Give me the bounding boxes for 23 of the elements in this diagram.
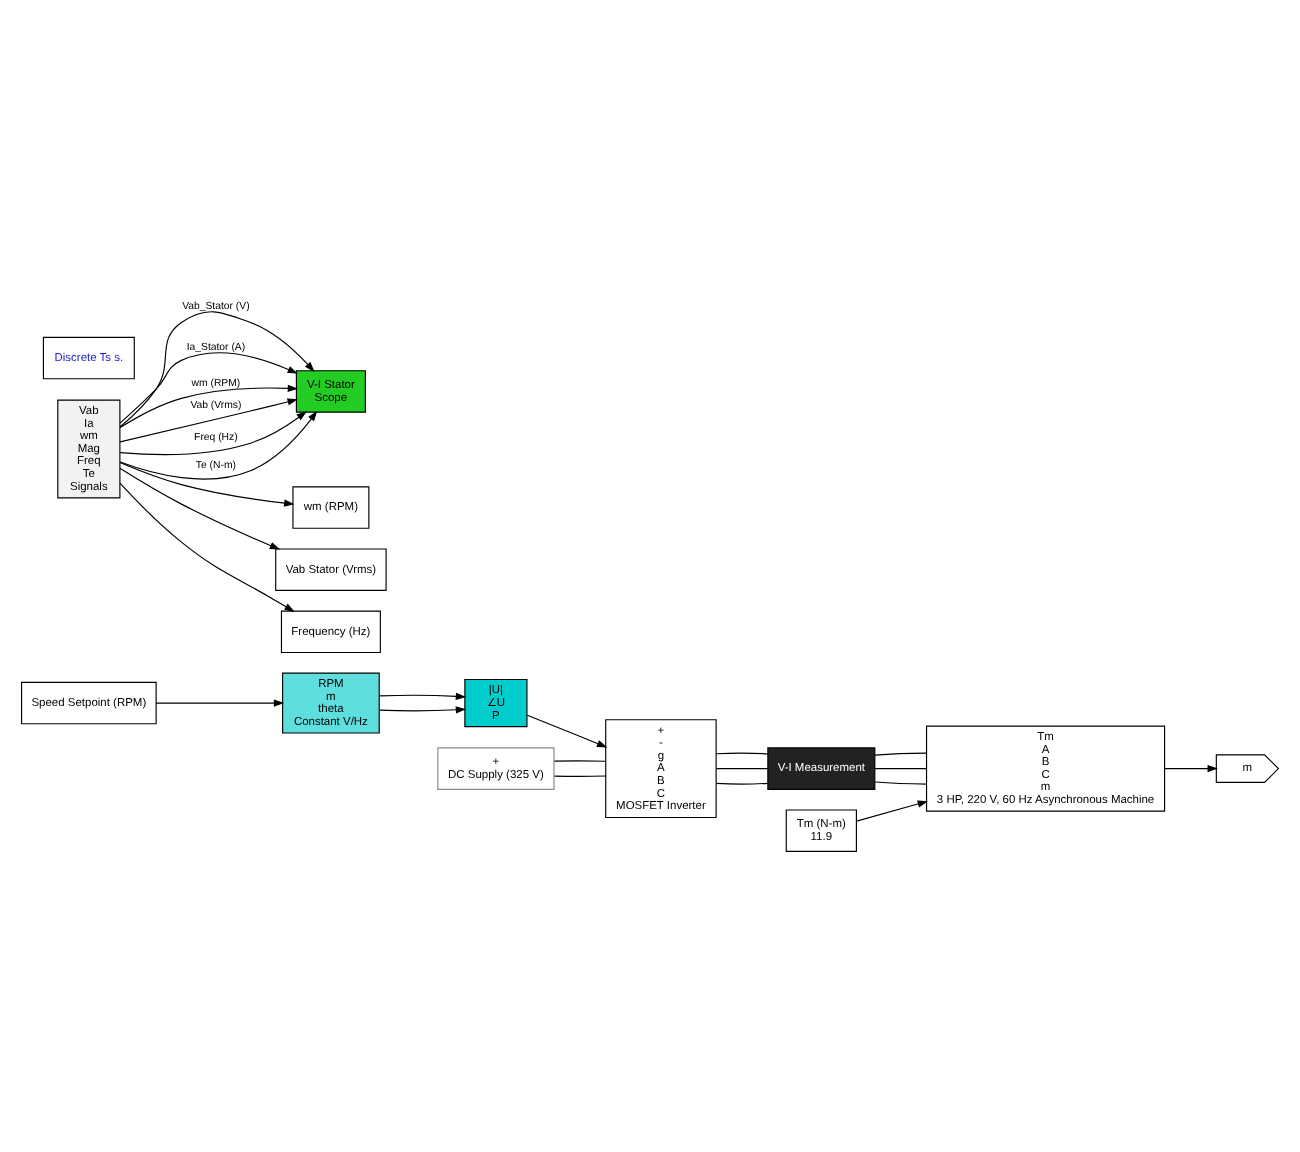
arrow: [119, 311, 315, 428]
connector: [553, 760, 607, 762]
arrow: [119, 410, 318, 480]
arrow: [119, 461, 295, 507]
arrow: [119, 482, 295, 612]
connector: [874, 781, 927, 785]
connector: [553, 775, 607, 777]
arrow: [119, 352, 298, 424]
arrow: [155, 699, 285, 707]
arrow: [119, 411, 307, 456]
arrow: [1164, 764, 1218, 773]
arrow: [119, 398, 298, 443]
arrow: [379, 706, 467, 714]
connector: [715, 768, 769, 770]
arrow: [856, 800, 928, 822]
arrow: [526, 714, 608, 748]
arrow: [119, 467, 281, 550]
connector: [715, 782, 769, 785]
arrow: [119, 384, 299, 429]
connector: [874, 768, 927, 770]
connector: [715, 752, 769, 755]
connector: [874, 752, 927, 756]
arrow: [379, 692, 467, 700]
